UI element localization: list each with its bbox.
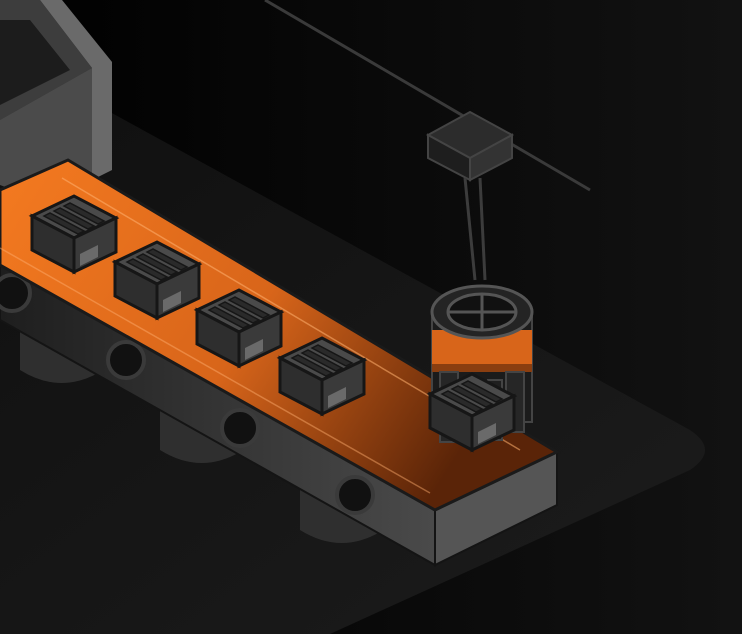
- box-4: [276, 336, 368, 417]
- overhead-cable: [264, 0, 591, 192]
- belt-rollers: [0, 273, 375, 515]
- box-2: [111, 240, 203, 321]
- boxes-on-belt: [28, 194, 368, 417]
- box-in-gripper: [426, 372, 518, 453]
- box-3: [193, 288, 285, 369]
- held-box: [426, 372, 518, 453]
- box-1: [28, 194, 120, 275]
- belt-edge-line-bottom: [0, 247, 431, 494]
